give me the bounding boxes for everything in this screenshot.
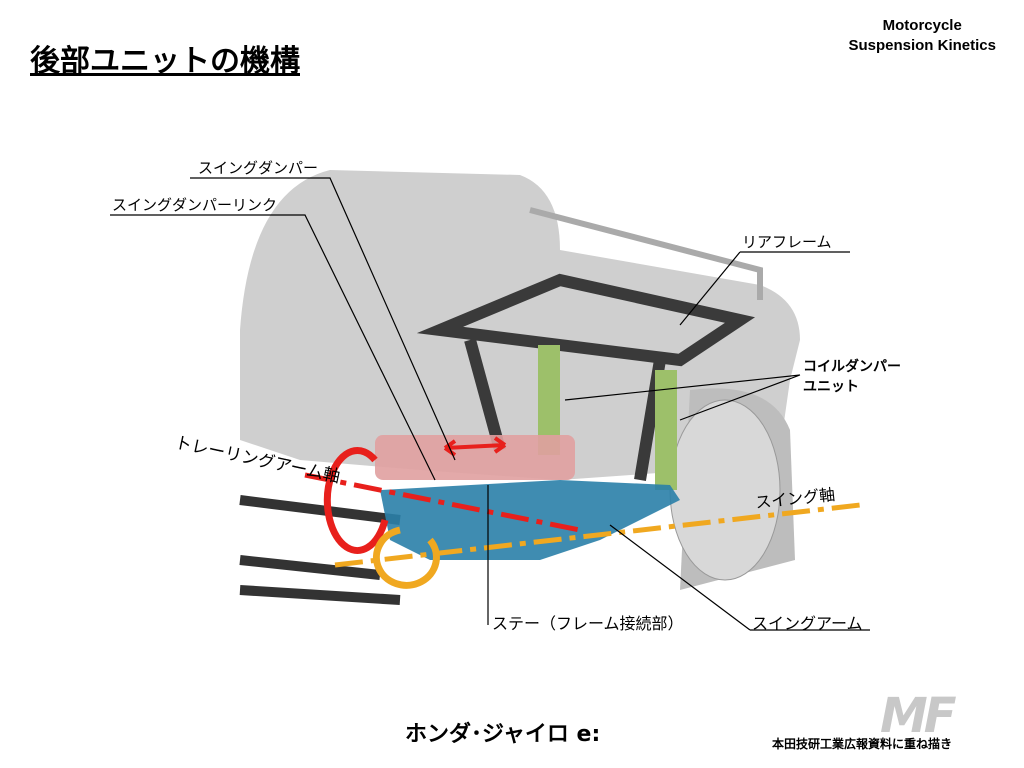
- vehicle-caption: ホンダ･ジャイロ e:: [405, 722, 601, 747]
- credit-text: 本田技研工業広報資料に重ね描き: [772, 737, 953, 751]
- swing-arm: [380, 480, 680, 560]
- swing-axis-line: [334, 502, 861, 568]
- brand-logo: Motorcycle Suspension Kinetics: [848, 16, 996, 56]
- red-rotation-arrow: [323, 447, 389, 554]
- trailing-arm-axis-line: [304, 472, 581, 533]
- orange-rotation-arrow: [372, 526, 440, 589]
- brand-line-2: Suspension Kinetics: [848, 37, 996, 54]
- coil-damper-left: [538, 345, 560, 455]
- label-swing-damper: スイングダンパー: [198, 159, 319, 177]
- coil-damper-right: [655, 370, 677, 490]
- label-stay: ステー（フレーム接続部）: [492, 614, 684, 633]
- swing-damper: [375, 435, 575, 480]
- label-coil-damper-line2: ユニット: [803, 379, 859, 395]
- label-rear-frame: リアフレーム: [742, 233, 832, 251]
- label-coil-damper-line1: コイルダンパー: [803, 359, 901, 375]
- rear-rack: [529, 207, 763, 300]
- label-coil-damper: コイルダンパー ユニット: [803, 357, 901, 397]
- brand-line-1: Motorcycle: [882, 17, 962, 34]
- label-swing-damper-link: スイングダンパーリンク: [112, 196, 278, 214]
- lower-frame: [239, 495, 401, 605]
- page-title: 後部ユニットの機構: [30, 44, 300, 79]
- leader-lines: [110, 177, 870, 631]
- damper-arrow: [443, 436, 507, 457]
- watermark-logo: MF: [880, 688, 957, 744]
- label-swing-arm: スイングアーム: [752, 614, 863, 633]
